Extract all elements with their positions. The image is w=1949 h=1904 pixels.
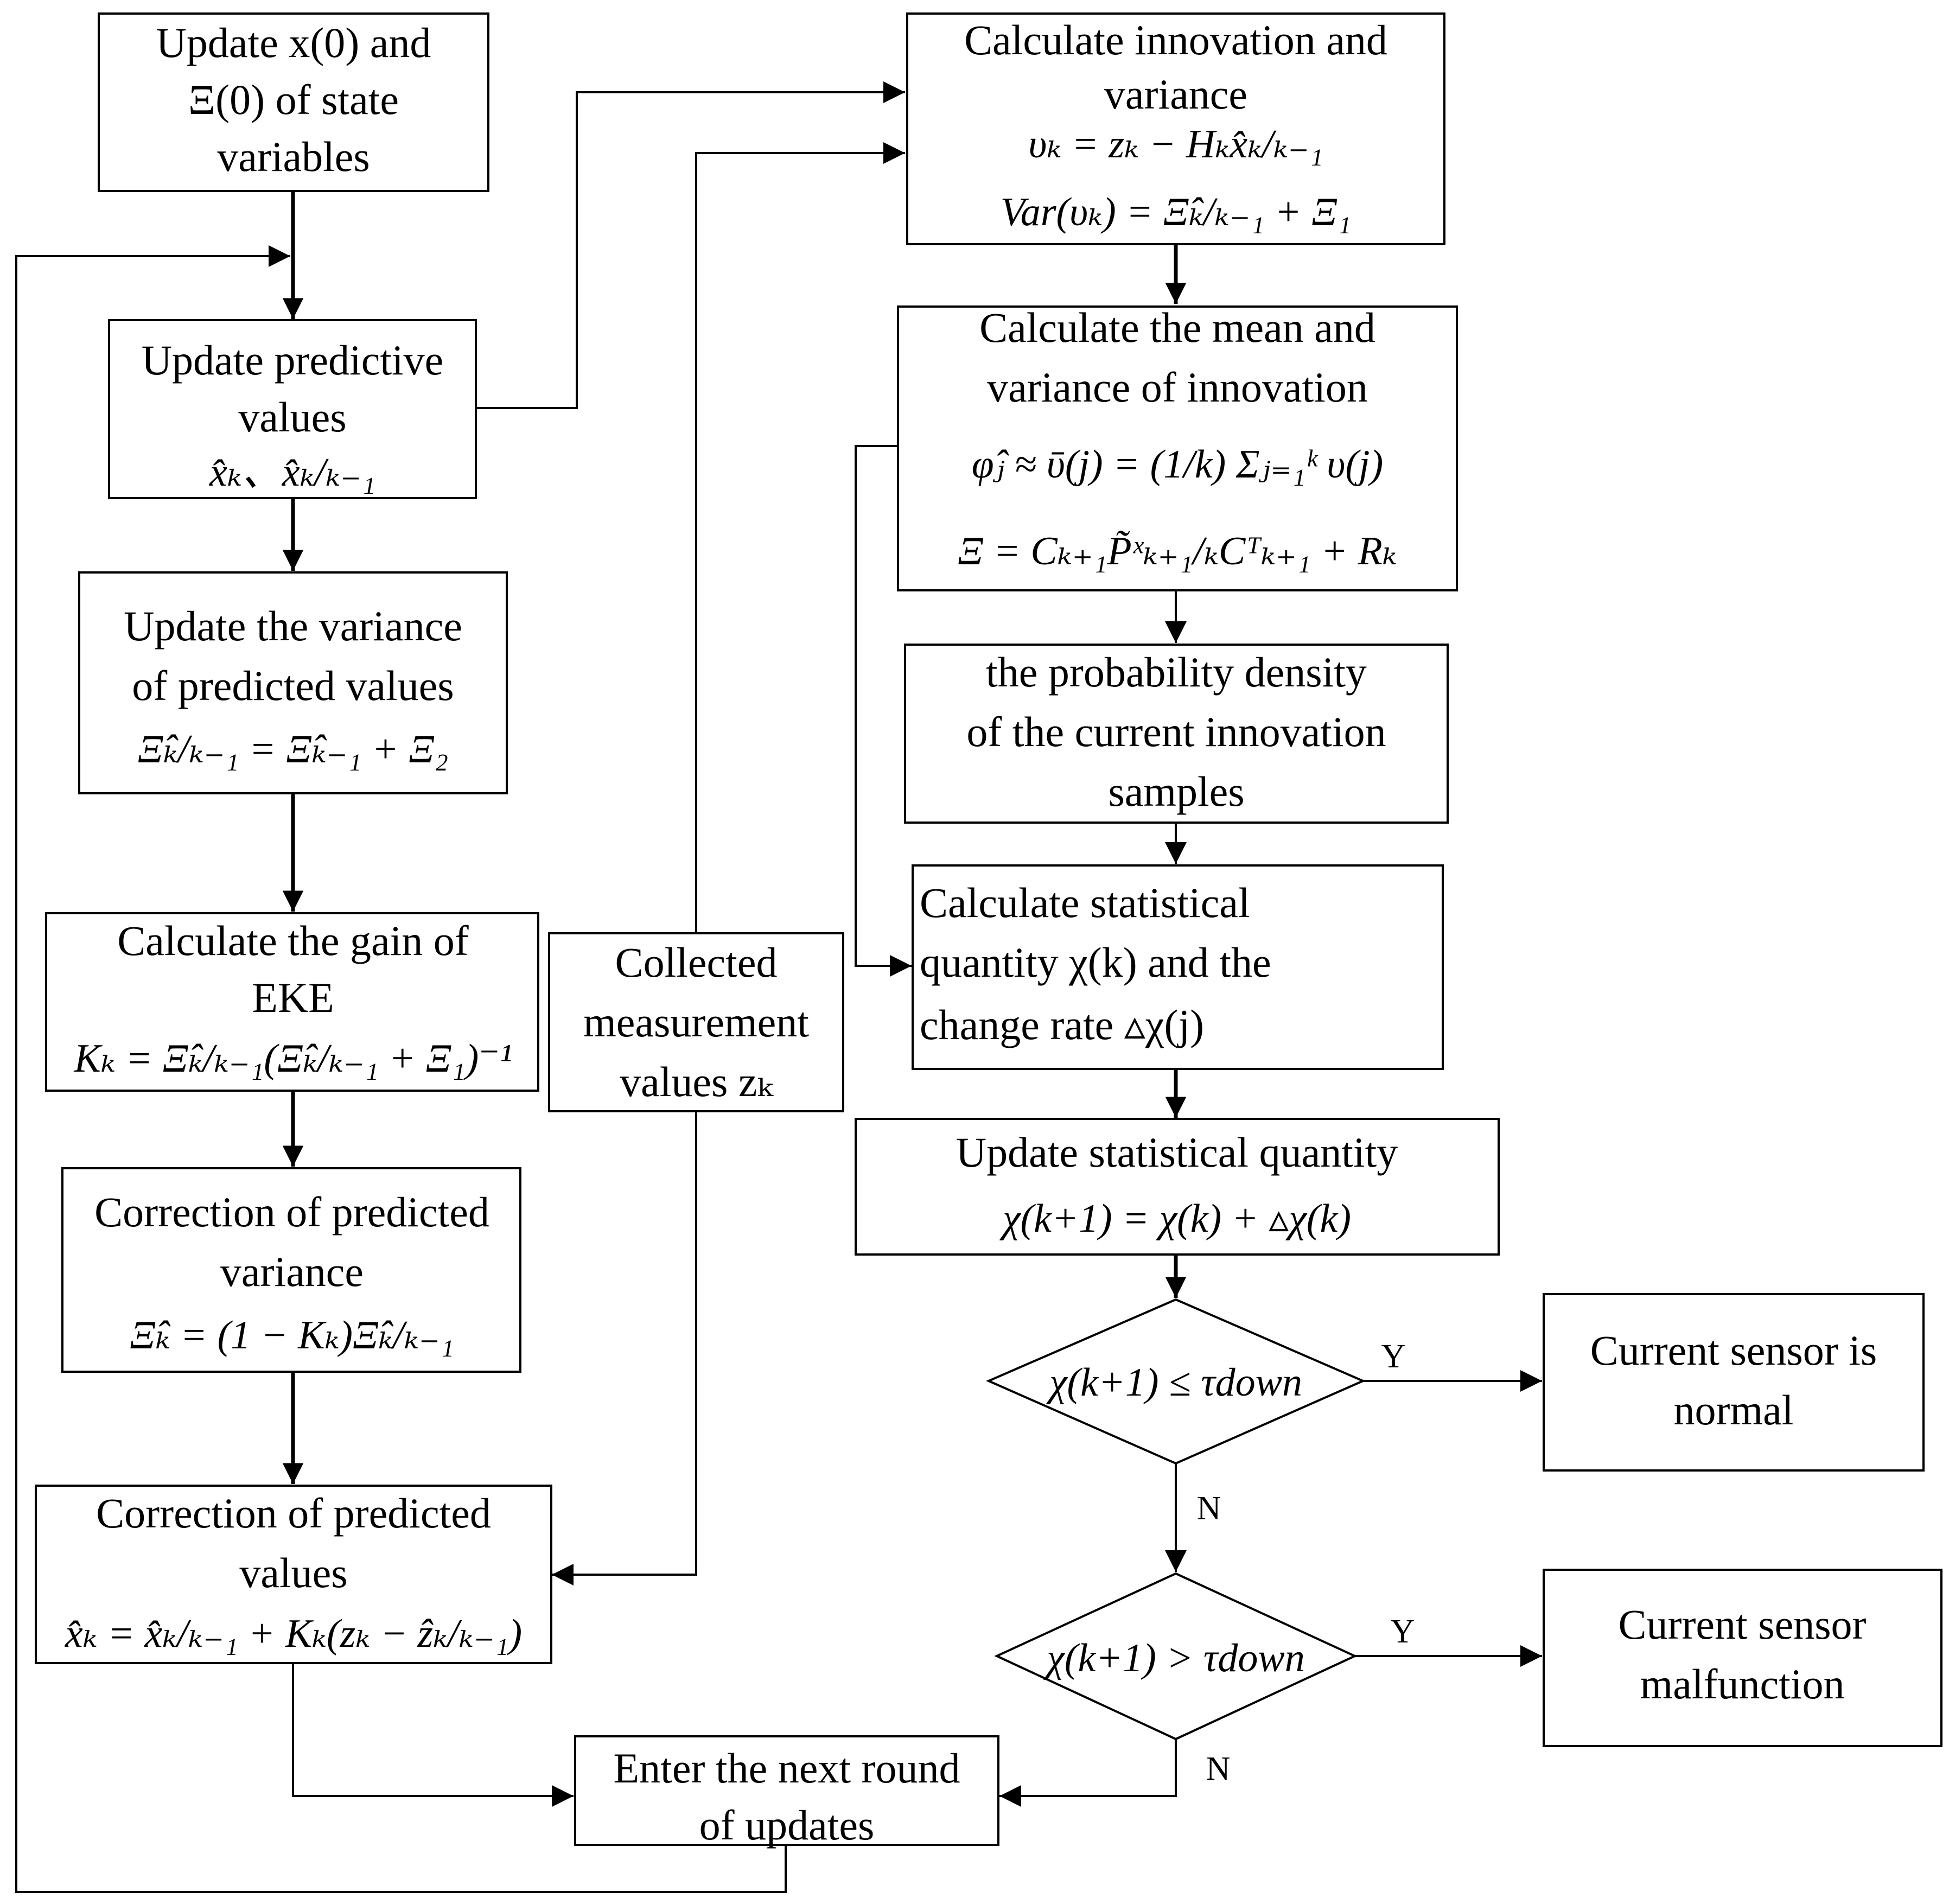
box-update-statistic-equation: χ(k+1) = χ(k) + ▵χ(k) bbox=[999, 1196, 1351, 1241]
box-mean-equation-2: Ξ = Cₖ₊₁P̃ˣₖ₊₁/ₖCᵀₖ₊₁ + Rₖ bbox=[958, 529, 1397, 574]
d2-yes-label: Y bbox=[1391, 1613, 1415, 1650]
box-update-statistic-line-1: Update statistical quantity bbox=[956, 1129, 1398, 1176]
box-sensor-fault-line-2: malfunction bbox=[1640, 1660, 1845, 1708]
box-correction-values-line-1: Correction of predicted bbox=[96, 1489, 491, 1537]
box-update-statistic: Update statistical quantity χ(k+1) = χ(k… bbox=[855, 1118, 1500, 1256]
arrow-predict-to-innovation bbox=[476, 81, 905, 409]
box-density-line-3: samples bbox=[1108, 768, 1244, 815]
box-innovation-equation-1: υₖ = zₖ − Hₖx̂ₖ/ₖ₋₁ bbox=[1028, 122, 1323, 167]
box-measurement-line-3: values zₖ bbox=[620, 1058, 774, 1105]
box-init-line-2: Ξ(0) of state bbox=[188, 76, 399, 123]
box-measurement: Collected measurement values zₖ bbox=[548, 932, 844, 1112]
box-gain: Calculate the gain of EKE Kₖ = Ξ̂ₖ/ₖ₋₁(Ξ… bbox=[45, 912, 539, 1092]
box-density-line-1: the probability density bbox=[986, 648, 1367, 696]
box-statistic-line-3: change rate ▵χ(j) bbox=[920, 1001, 1204, 1048]
box-sensor-normal-line-1: Current sensor is bbox=[1590, 1327, 1877, 1374]
d2-no-label: N bbox=[1206, 1750, 1231, 1787]
box-correction-variance-line-1: Correction of predicted bbox=[94, 1188, 489, 1236]
box-gain-equation: Kₖ = Ξ̂ₖ/ₖ₋₁(Ξ̂ₖ/ₖ₋₁ + Ξ₁)⁻¹ bbox=[73, 1036, 512, 1081]
box-init-line-1: Update x(0) and bbox=[156, 19, 431, 66]
decision-d2: χ(k+1) > τdown bbox=[994, 1572, 1358, 1741]
box-sensor-fault: Current sensor malfunction bbox=[1543, 1569, 1942, 1747]
box-predict: Update predictive values x̂ₖ、x̂ₖ/ₖ₋₁ bbox=[108, 319, 477, 499]
box-mean-line-1: Calculate the mean and bbox=[979, 304, 1375, 351]
box-measurement-line-2: measurement bbox=[583, 998, 809, 1046]
box-gain-line-2: EKE bbox=[252, 974, 334, 1021]
box-gain-line-1: Calculate the gain of bbox=[117, 917, 469, 964]
box-variance: Update the variance of predicted values … bbox=[78, 571, 508, 794]
box-init-line-3: variables bbox=[217, 133, 370, 180]
arrow-measure-to-innovation bbox=[695, 142, 905, 932]
decision-d1: χ(k+1) ≤ τdown bbox=[986, 1298, 1366, 1465]
connectors bbox=[15, 81, 1542, 1893]
box-mean-equation-1: φ̂ⱼ ≈ ῡ(j) = (1/k) Σⱼ₌₁ᵏ υ(j) bbox=[972, 442, 1383, 487]
box-variance-line-2: of predicted values bbox=[132, 662, 454, 709]
box-next-round-line-1: Enter the next round bbox=[614, 1744, 960, 1792]
box-mean-line-2: variance of innovation bbox=[987, 364, 1368, 411]
arrow-d2-no bbox=[999, 1739, 1177, 1807]
box-correction-values: Correction of predicted values x̂ₖ = x̂ₖ… bbox=[35, 1485, 552, 1664]
box-correction-values-equation: x̂ₖ = x̂ₖ/ₖ₋₁ + Kₖ(zₖ − ẑₖ/ₖ₋₁) bbox=[65, 1612, 522, 1656]
box-correction-variance-line-2: variance bbox=[220, 1248, 364, 1295]
decision-d2-label: χ(k+1) > τdown bbox=[1043, 1636, 1304, 1680]
box-innovation: Calculate innovation and variance υₖ = z… bbox=[906, 12, 1445, 245]
arrow-loop-back bbox=[15, 245, 787, 1893]
arrow-mean-to-stat bbox=[855, 445, 912, 977]
box-statistic-line-1: Calculate statistical bbox=[920, 879, 1250, 926]
box-correction-variance: Correction of predicted variance Ξ̂ₖ = (… bbox=[61, 1167, 521, 1373]
arrow-measure-to-corrval bbox=[552, 1111, 697, 1585]
box-predict-equation: x̂ₖ、x̂ₖ/ₖ₋₁ bbox=[209, 450, 375, 495]
arrow-corrval-to-next bbox=[292, 1663, 574, 1807]
box-variance-equation: Ξ̂ₖ/ₖ₋₁ = Ξ̂ₖ₋₁ + Ξ₂ bbox=[138, 727, 449, 772]
box-init: Update x(0) and Ξ(0) of state variables bbox=[98, 12, 489, 192]
box-correction-variance-equation: Ξ̂ₖ = (1 − Kₖ)Ξ̂ₖ/ₖ₋₁ bbox=[130, 1313, 454, 1358]
box-statistic-line-2: quantity χ(k) and the bbox=[920, 939, 1271, 986]
decision-d1-label: χ(k+1) ≤ τdown bbox=[1046, 1360, 1302, 1405]
box-next-round: Enter the next round of updates bbox=[574, 1735, 999, 1849]
box-density-line-2: of the current innovation bbox=[966, 708, 1386, 755]
box-sensor-normal: Current sensor is normal bbox=[1543, 1293, 1925, 1472]
box-density: the probability density of the current i… bbox=[904, 644, 1449, 824]
box-measurement-line-1: Collected bbox=[615, 939, 778, 986]
box-innovation-line-2: variance bbox=[1104, 71, 1247, 118]
d1-yes-label: Y bbox=[1381, 1338, 1406, 1375]
box-statistic: Calculate statistical quantity χ(k) and … bbox=[912, 864, 1444, 1070]
d1-no-label: N bbox=[1197, 1490, 1221, 1527]
box-sensor-normal-line-2: normal bbox=[1674, 1386, 1794, 1434]
box-innovation-line-1: Calculate innovation and bbox=[964, 16, 1387, 63]
box-mean: Calculate the mean and variance of innov… bbox=[897, 304, 1458, 591]
box-predict-line-2: values bbox=[238, 393, 346, 441]
box-predict-line-1: Update predictive bbox=[142, 336, 444, 384]
box-innovation-equation-2: Var(υₖ) = Ξ̂ₖ/ₖ₋₁ + Ξ₁ bbox=[1001, 190, 1352, 234]
box-next-round-line-2: of updates bbox=[699, 1801, 875, 1849]
box-correction-values-line-2: values bbox=[239, 1549, 347, 1596]
box-sensor-fault-line-1: Current sensor bbox=[1618, 1601, 1866, 1648]
box-variance-line-1: Update the variance bbox=[124, 602, 462, 649]
